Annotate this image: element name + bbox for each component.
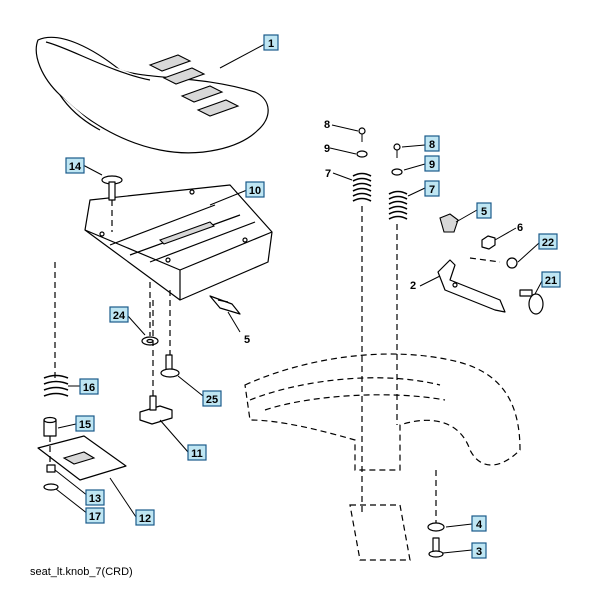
fender-outline	[244, 353, 521, 561]
seat-grip-pads	[148, 54, 240, 117]
lock-nut	[46, 464, 56, 473]
flange-nut	[506, 257, 518, 269]
callout-15: 15	[75, 415, 95, 432]
left-seat-spring	[352, 172, 372, 202]
callout-label: 10	[249, 185, 261, 197]
callout-label: 16	[83, 382, 95, 394]
label-6: 6	[517, 222, 523, 234]
callout-label: 3	[476, 546, 482, 558]
callout-label: 24	[113, 310, 126, 322]
callout-8: 8	[424, 135, 440, 152]
callout-16: 16	[79, 378, 99, 395]
seat	[35, 36, 269, 154]
callout-label: 17	[89, 511, 101, 523]
right-pivot-bolt	[393, 143, 401, 158]
spacer	[43, 416, 57, 437]
callout-label: 12	[139, 513, 151, 525]
slide-bracket	[37, 435, 127, 481]
adjust-spring	[43, 374, 69, 397]
right-seat-spring	[388, 190, 408, 220]
callout-4: 4	[471, 515, 487, 532]
callout-10: 10	[245, 181, 265, 198]
callout-label: 15	[79, 419, 91, 431]
callout-label: 9	[429, 159, 435, 171]
callout-14: 14	[65, 157, 85, 174]
label-8: 8	[324, 119, 330, 131]
callout-5: 5	[476, 202, 492, 219]
right-spring-washer	[391, 168, 403, 176]
seat-clip	[209, 295, 241, 315]
callout-label: 22	[542, 237, 554, 249]
callout-22: 22	[538, 233, 558, 250]
flat-washer	[43, 483, 59, 491]
callout-label: 13	[89, 493, 101, 505]
plain-labels: 8 9 7 2 5 6	[244, 119, 523, 346]
mount-washer	[427, 522, 445, 532]
callout-21: 21	[541, 271, 561, 288]
callout-13: 13	[85, 489, 105, 506]
label-2: 2	[410, 280, 416, 292]
leader-lines	[54, 43, 543, 554]
callout-3: 3	[471, 542, 487, 559]
adjust-knob	[139, 395, 173, 425]
spring-clip	[439, 213, 459, 233]
shoulder-screw	[519, 289, 544, 315]
callout-label: 8	[429, 139, 435, 151]
callout-label: 7	[429, 184, 435, 196]
seat-pan	[84, 184, 273, 301]
callout-label: 5	[481, 206, 487, 218]
shoulder-bolt	[160, 354, 180, 378]
callout-17: 17	[85, 507, 105, 524]
callout-25: 25	[202, 390, 222, 407]
label-7: 7	[325, 168, 331, 180]
callout-label: 14	[69, 161, 82, 173]
left-spring-washer	[356, 150, 368, 158]
callout-11: 11	[187, 444, 207, 461]
hex-nut	[481, 235, 496, 250]
left-pivot-bolt	[358, 127, 366, 142]
label-5: 5	[244, 334, 250, 346]
callout-24: 24	[109, 306, 129, 323]
callout-label: 25	[206, 394, 218, 406]
callout-label: 1	[268, 38, 274, 50]
callout-12: 12	[135, 509, 155, 526]
callout-label: 11	[191, 448, 203, 460]
callout-label: 4	[476, 519, 483, 531]
callout-9: 9	[424, 155, 440, 172]
callout-1: 1	[263, 34, 279, 51]
label-9: 9	[324, 143, 330, 155]
assembly-guide-lines	[49, 200, 501, 523]
seat-bracket	[437, 259, 506, 313]
washer	[141, 336, 159, 346]
callout-label: 21	[545, 275, 557, 287]
mount-bolt	[428, 537, 444, 558]
figure-caption: seat_lt.knob_7(CRD)	[30, 566, 133, 578]
callout-7: 7	[424, 180, 440, 197]
